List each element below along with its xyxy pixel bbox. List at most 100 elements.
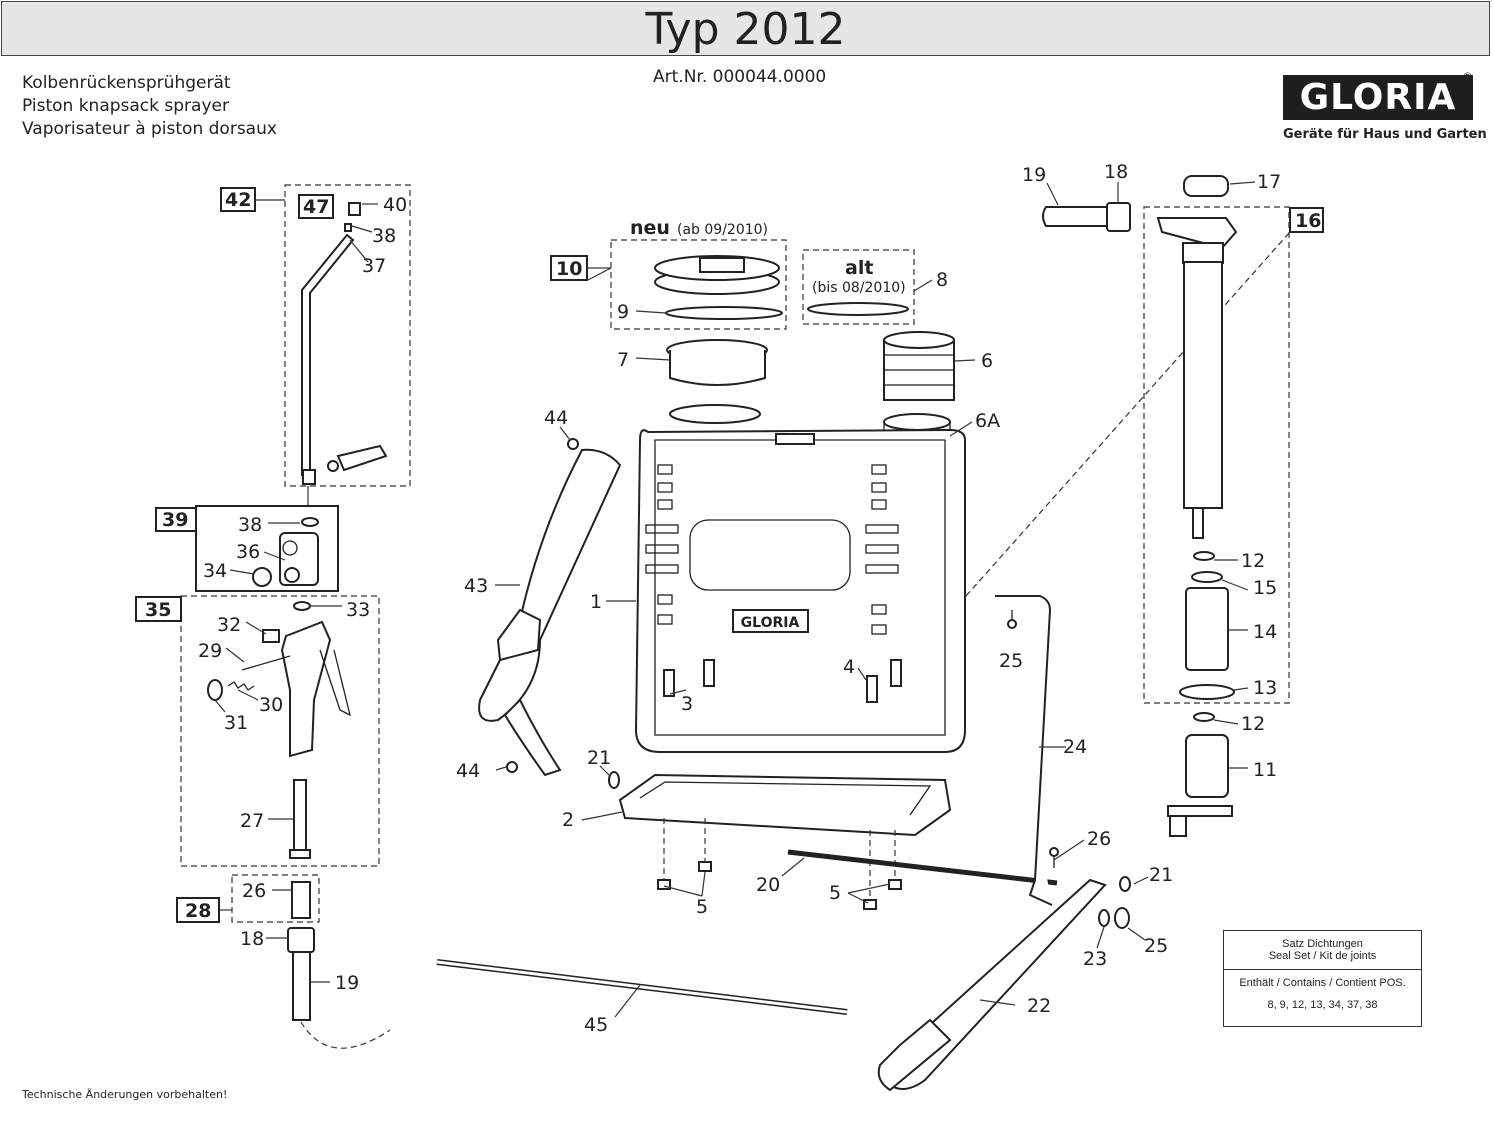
valve-seal [284, 567, 300, 583]
clip-26-bottom [1049, 847, 1059, 857]
box-label-39-frame [155, 507, 197, 532]
label-17: 17 [1257, 171, 1281, 193]
label-6a: 6A [975, 410, 1000, 432]
valve-bore [282, 540, 298, 556]
label-30: 29 [198, 640, 222, 662]
clip-12-top [1193, 551, 1215, 561]
label-7: 7 [617, 349, 629, 371]
tank-logo-plate [732, 609, 809, 633]
valve-housing-11 [1185, 734, 1229, 798]
tank-body-1 [634, 428, 966, 753]
hose-19-top [1042, 206, 1109, 227]
tank-inner [654, 439, 946, 736]
box-label-42: 42 [225, 189, 251, 211]
tank-logo-text: GLORIA [741, 615, 800, 631]
bolt-3b [703, 659, 715, 687]
label-18-top: 18 [1104, 161, 1128, 183]
box-label-16-frame [1289, 207, 1324, 233]
screw-cap-32 [207, 679, 223, 701]
subtitle-german: Kolbenrückensprühgerät [22, 73, 231, 93]
rivet-44-top [567, 438, 579, 450]
tank-handle [775, 433, 815, 445]
label-37: 36 [236, 541, 260, 563]
tank-slots [645, 464, 899, 635]
label-32: 31 [224, 712, 248, 734]
rivet-44-bottom [506, 761, 518, 773]
label-23: 23 [1083, 948, 1107, 970]
box-label-16: 16 [1295, 210, 1321, 232]
label-5-right: 5 [829, 882, 841, 904]
label-19-left: 19 [335, 972, 359, 994]
label-1: 1 [590, 591, 602, 613]
box-label-35-frame [135, 596, 182, 622]
pressure-pipe-25 [995, 595, 1053, 906]
grease-cap [327, 460, 339, 472]
box-label-39: 39 [162, 509, 188, 531]
pump-seal-6-top [883, 331, 955, 349]
logo-tagline: Geräte für Haus und Garten [1283, 127, 1487, 142]
box-label-28: 28 [185, 900, 211, 922]
base-plate-2 [618, 773, 952, 837]
o-ring-15 [1191, 571, 1223, 583]
handle-valve-body [280, 620, 332, 758]
trigger-lever [319, 649, 351, 717]
gloria-logo: GLORIA [1283, 75, 1473, 120]
label-15: 15 [1253, 577, 1277, 599]
seal-set-info-box: Satz Dichtungen Seal Set / Kit de joints… [1223, 930, 1422, 1027]
label-13: 13 [1253, 677, 1277, 699]
label-5-left: 5 [696, 896, 708, 918]
assembly-box-28 [231, 874, 320, 923]
label-alt: alt [845, 257, 873, 279]
hose-19-left [292, 951, 311, 1021]
nut-5d [888, 879, 902, 890]
filter-7-body [669, 350, 766, 386]
label-21-left: 21 [587, 747, 611, 769]
label-21-right: 21 [1149, 864, 1173, 886]
gasket-8 [807, 302, 909, 316]
stem-nut [289, 849, 311, 859]
seal-set-title: Satz Dichtungen [1282, 938, 1363, 950]
box-label-10: 10 [556, 258, 582, 280]
box-label-47-frame [298, 194, 334, 219]
pump-head [1156, 217, 1238, 250]
seal-13 [1179, 684, 1235, 700]
bolt-4a [866, 675, 878, 703]
filter-14 [1185, 587, 1229, 671]
washer-23 [1098, 909, 1110, 927]
washer-21-right [1119, 876, 1131, 892]
label-38-top: 37 [362, 255, 386, 277]
seal-set-header: Satz Dichtungen Seal Set / Kit de joints [1224, 931, 1421, 970]
threaded-stem-29 [293, 779, 307, 853]
label-44-top: 44 [544, 407, 568, 429]
registered-mark: ® [1462, 70, 1473, 83]
strap-buckle [496, 608, 542, 662]
grease-tube [336, 444, 388, 472]
washer-38 [301, 517, 319, 527]
valve-nipple [1169, 815, 1187, 837]
washer-34 [293, 601, 311, 611]
assembly-box-16 [1143, 206, 1290, 704]
label-44-bottom: 44 [456, 760, 480, 782]
valve-pin-30 [241, 655, 291, 671]
label-33: 32 [217, 614, 241, 636]
label-18-left: 18 [240, 928, 264, 950]
assembly-box-10 [610, 239, 787, 330]
label-38-mid: 38 [238, 514, 262, 536]
label-12-top: 12 [1241, 550, 1265, 572]
leader-lines [214, 181, 1256, 1018]
bushing-24 [1114, 907, 1130, 929]
subtitle-french: Vaporisateur à piston dorsaux [22, 119, 277, 139]
gasket-9 [665, 306, 783, 320]
lid-handle [699, 257, 745, 273]
subtitle-english: Piston knapsack sprayer [22, 96, 229, 116]
bolt-3a [663, 669, 675, 697]
sleeve-17 [1183, 175, 1229, 197]
label-45: 45 [584, 1014, 608, 1036]
page-title: Typ 2012 [645, 4, 846, 55]
lever-grip [877, 1018, 952, 1092]
rod-20 [787, 849, 1058, 886]
label-8: 8 [936, 269, 948, 291]
nozzle-part-40 [344, 223, 352, 232]
